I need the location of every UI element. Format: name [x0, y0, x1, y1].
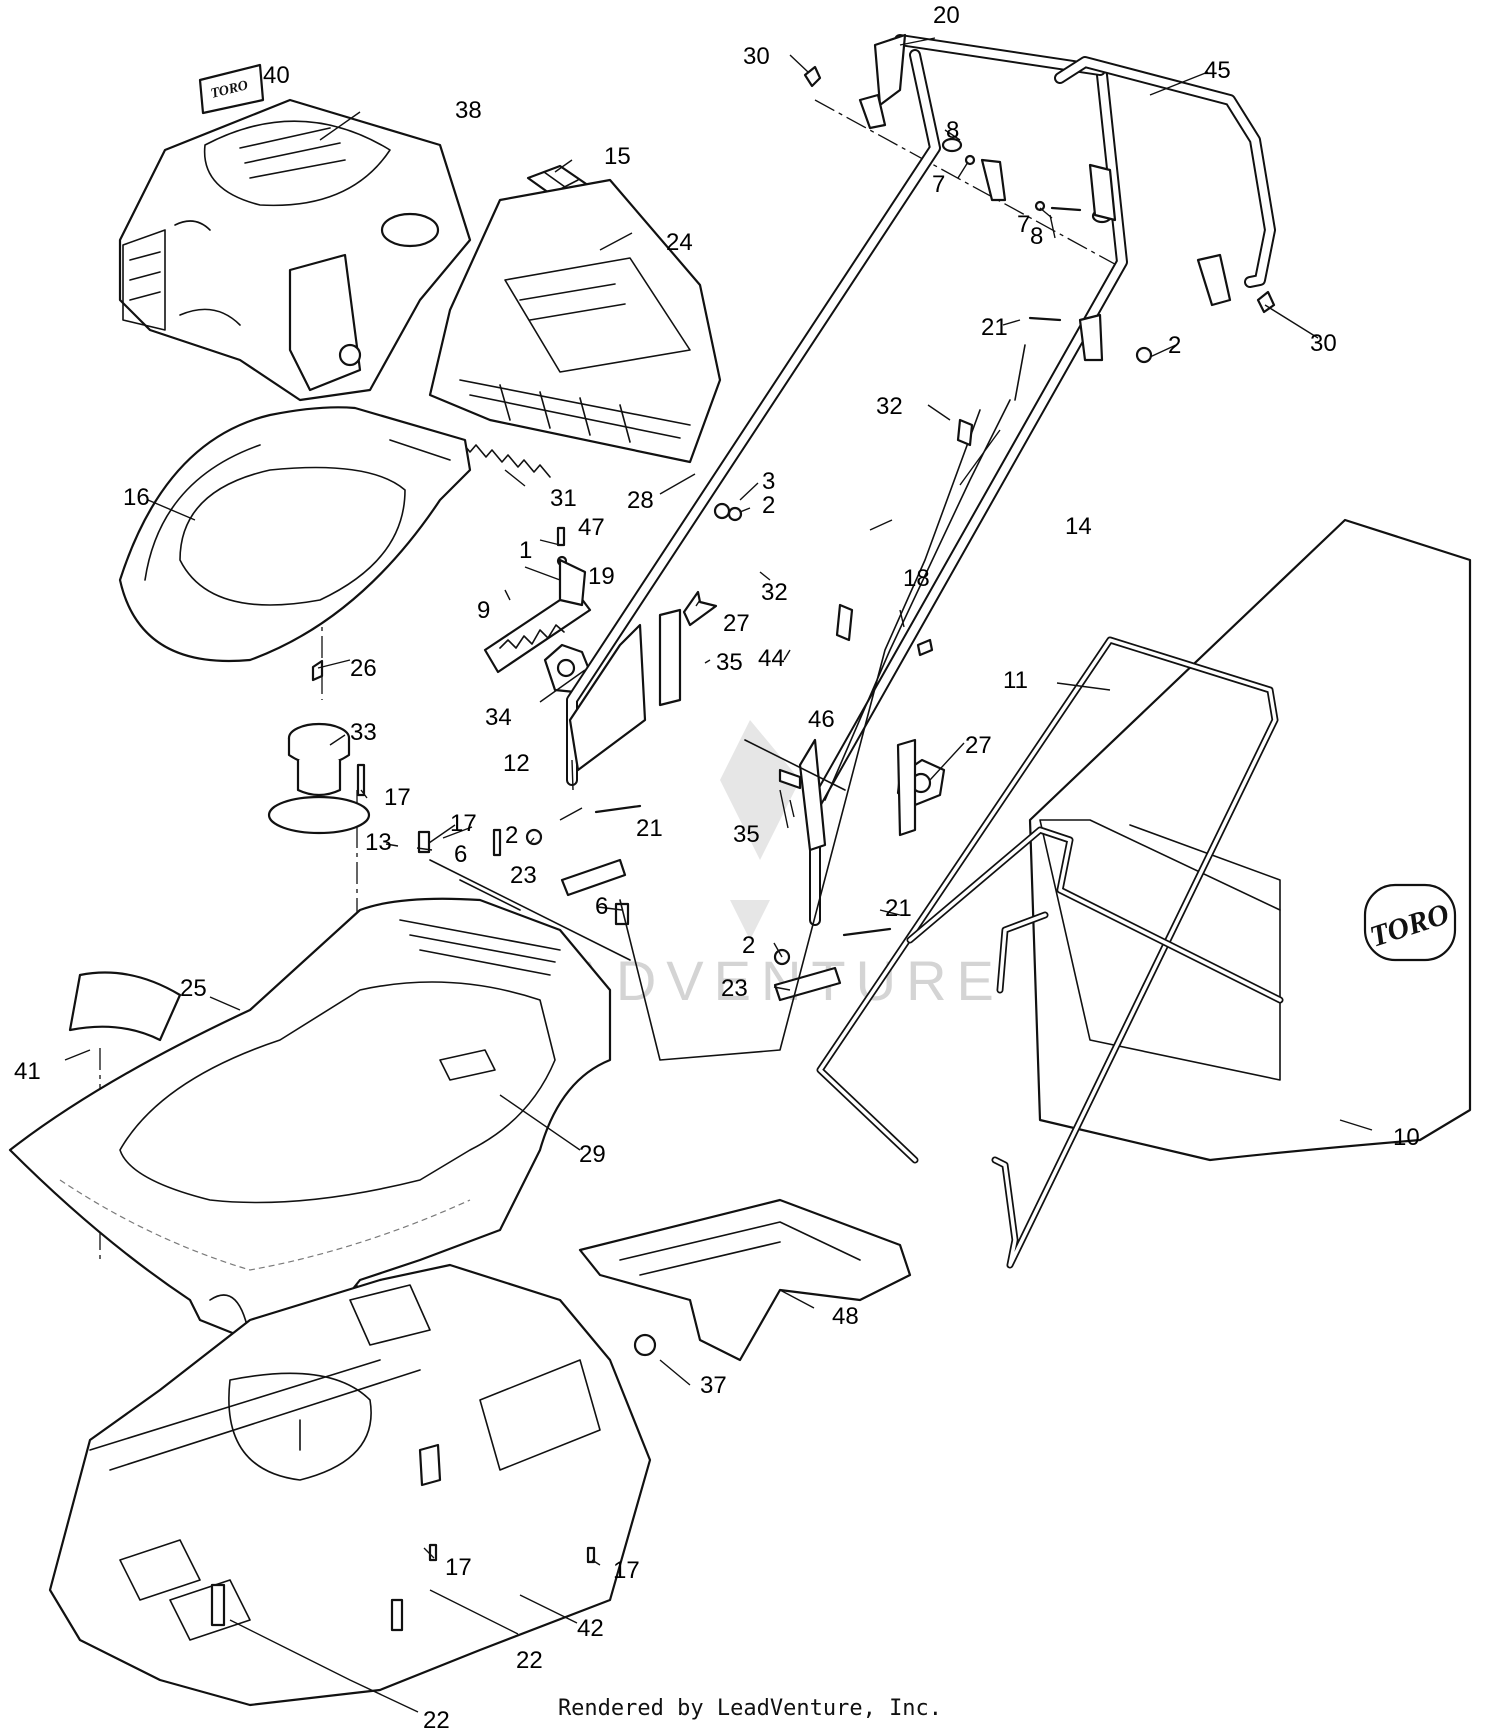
callout: 19	[588, 563, 615, 590]
grass-bag: TORO	[1028, 518, 1472, 1162]
callout: 7	[932, 171, 945, 198]
callout: 45	[1204, 57, 1231, 84]
callout: 30	[743, 43, 770, 70]
callout: 18	[903, 565, 930, 592]
callout: 11	[1003, 667, 1028, 694]
callout: 37	[700, 1372, 727, 1399]
callout: 22	[423, 1707, 450, 1733]
callout: 2	[1168, 332, 1181, 359]
callout: 15	[604, 143, 631, 170]
callout: 48	[832, 1303, 859, 1330]
callout: 2	[762, 492, 775, 519]
callout: 29	[579, 1141, 606, 1168]
decal-41	[68, 971, 182, 1042]
callout: 6	[595, 893, 608, 920]
callout: 35	[716, 649, 743, 676]
callout: 30	[1310, 330, 1337, 357]
callout: 21	[981, 314, 1008, 341]
callout: 2	[505, 822, 518, 849]
control-cables	[619, 344, 1026, 1061]
callout: 23	[510, 862, 537, 889]
callout: 46	[808, 706, 835, 733]
callout: 1	[519, 537, 532, 564]
callout: 16	[123, 484, 150, 511]
hub-parts	[267, 659, 371, 835]
callout: 3	[762, 468, 775, 495]
callout: 31	[550, 485, 577, 512]
callout: 32	[761, 579, 788, 606]
callout: 17	[613, 1557, 640, 1584]
callout: 47	[578, 514, 605, 541]
rod	[429, 859, 631, 961]
callout: 10	[1393, 1124, 1420, 1151]
callout: 2	[742, 932, 755, 959]
callout: 21	[885, 895, 912, 922]
callout: 13	[365, 829, 392, 856]
callout: 44	[758, 645, 785, 672]
callout: 26	[350, 655, 377, 682]
engine	[118, 98, 472, 402]
grass-deflector	[118, 406, 472, 663]
callout: 17	[445, 1554, 472, 1581]
callout: 8	[946, 117, 959, 144]
callout: 17	[450, 810, 477, 837]
callout: 7	[1017, 211, 1030, 238]
callout: 22	[516, 1647, 543, 1674]
callout: 33	[350, 719, 377, 746]
callout: 28	[627, 487, 654, 514]
callout: 8	[1030, 223, 1043, 250]
callout: 25	[180, 975, 207, 1002]
callout: 42	[577, 1615, 604, 1642]
outer-housing	[8, 897, 612, 1342]
callout: 23	[721, 975, 748, 1002]
callout: 17	[384, 784, 411, 811]
mower-deck	[48, 1263, 657, 1707]
callout: 14	[1065, 513, 1092, 540]
callout: 20	[933, 2, 960, 29]
mulch-plug	[578, 1198, 912, 1362]
toro-decal-40: TORO	[198, 63, 265, 115]
callout: 34	[485, 704, 512, 731]
callout: 32	[876, 393, 903, 420]
spring	[459, 439, 551, 478]
render-credit: Rendered by LeadVenture, Inc.	[557, 1696, 943, 1721]
callouts: 40 38 15 24 16 31 28 47 1 19 9 34 26 33 …	[14, 2, 1420, 1733]
bag-frame	[816, 636, 1284, 1269]
callout: 41	[14, 1058, 41, 1085]
callout: 27	[965, 732, 992, 759]
leader-lines	[64, 37, 1373, 1713]
callout: 9	[477, 597, 490, 624]
callout: 27	[723, 610, 750, 637]
callout: 6	[454, 841, 467, 868]
handle-assembly	[560, 33, 1276, 1002]
rear-cover	[428, 178, 722, 464]
callout: 35	[733, 821, 760, 848]
callout: 21	[636, 815, 663, 842]
callout: 38	[455, 97, 482, 124]
callout: 24	[666, 229, 693, 256]
callout: 12	[503, 750, 530, 777]
callout: 40	[263, 62, 290, 89]
